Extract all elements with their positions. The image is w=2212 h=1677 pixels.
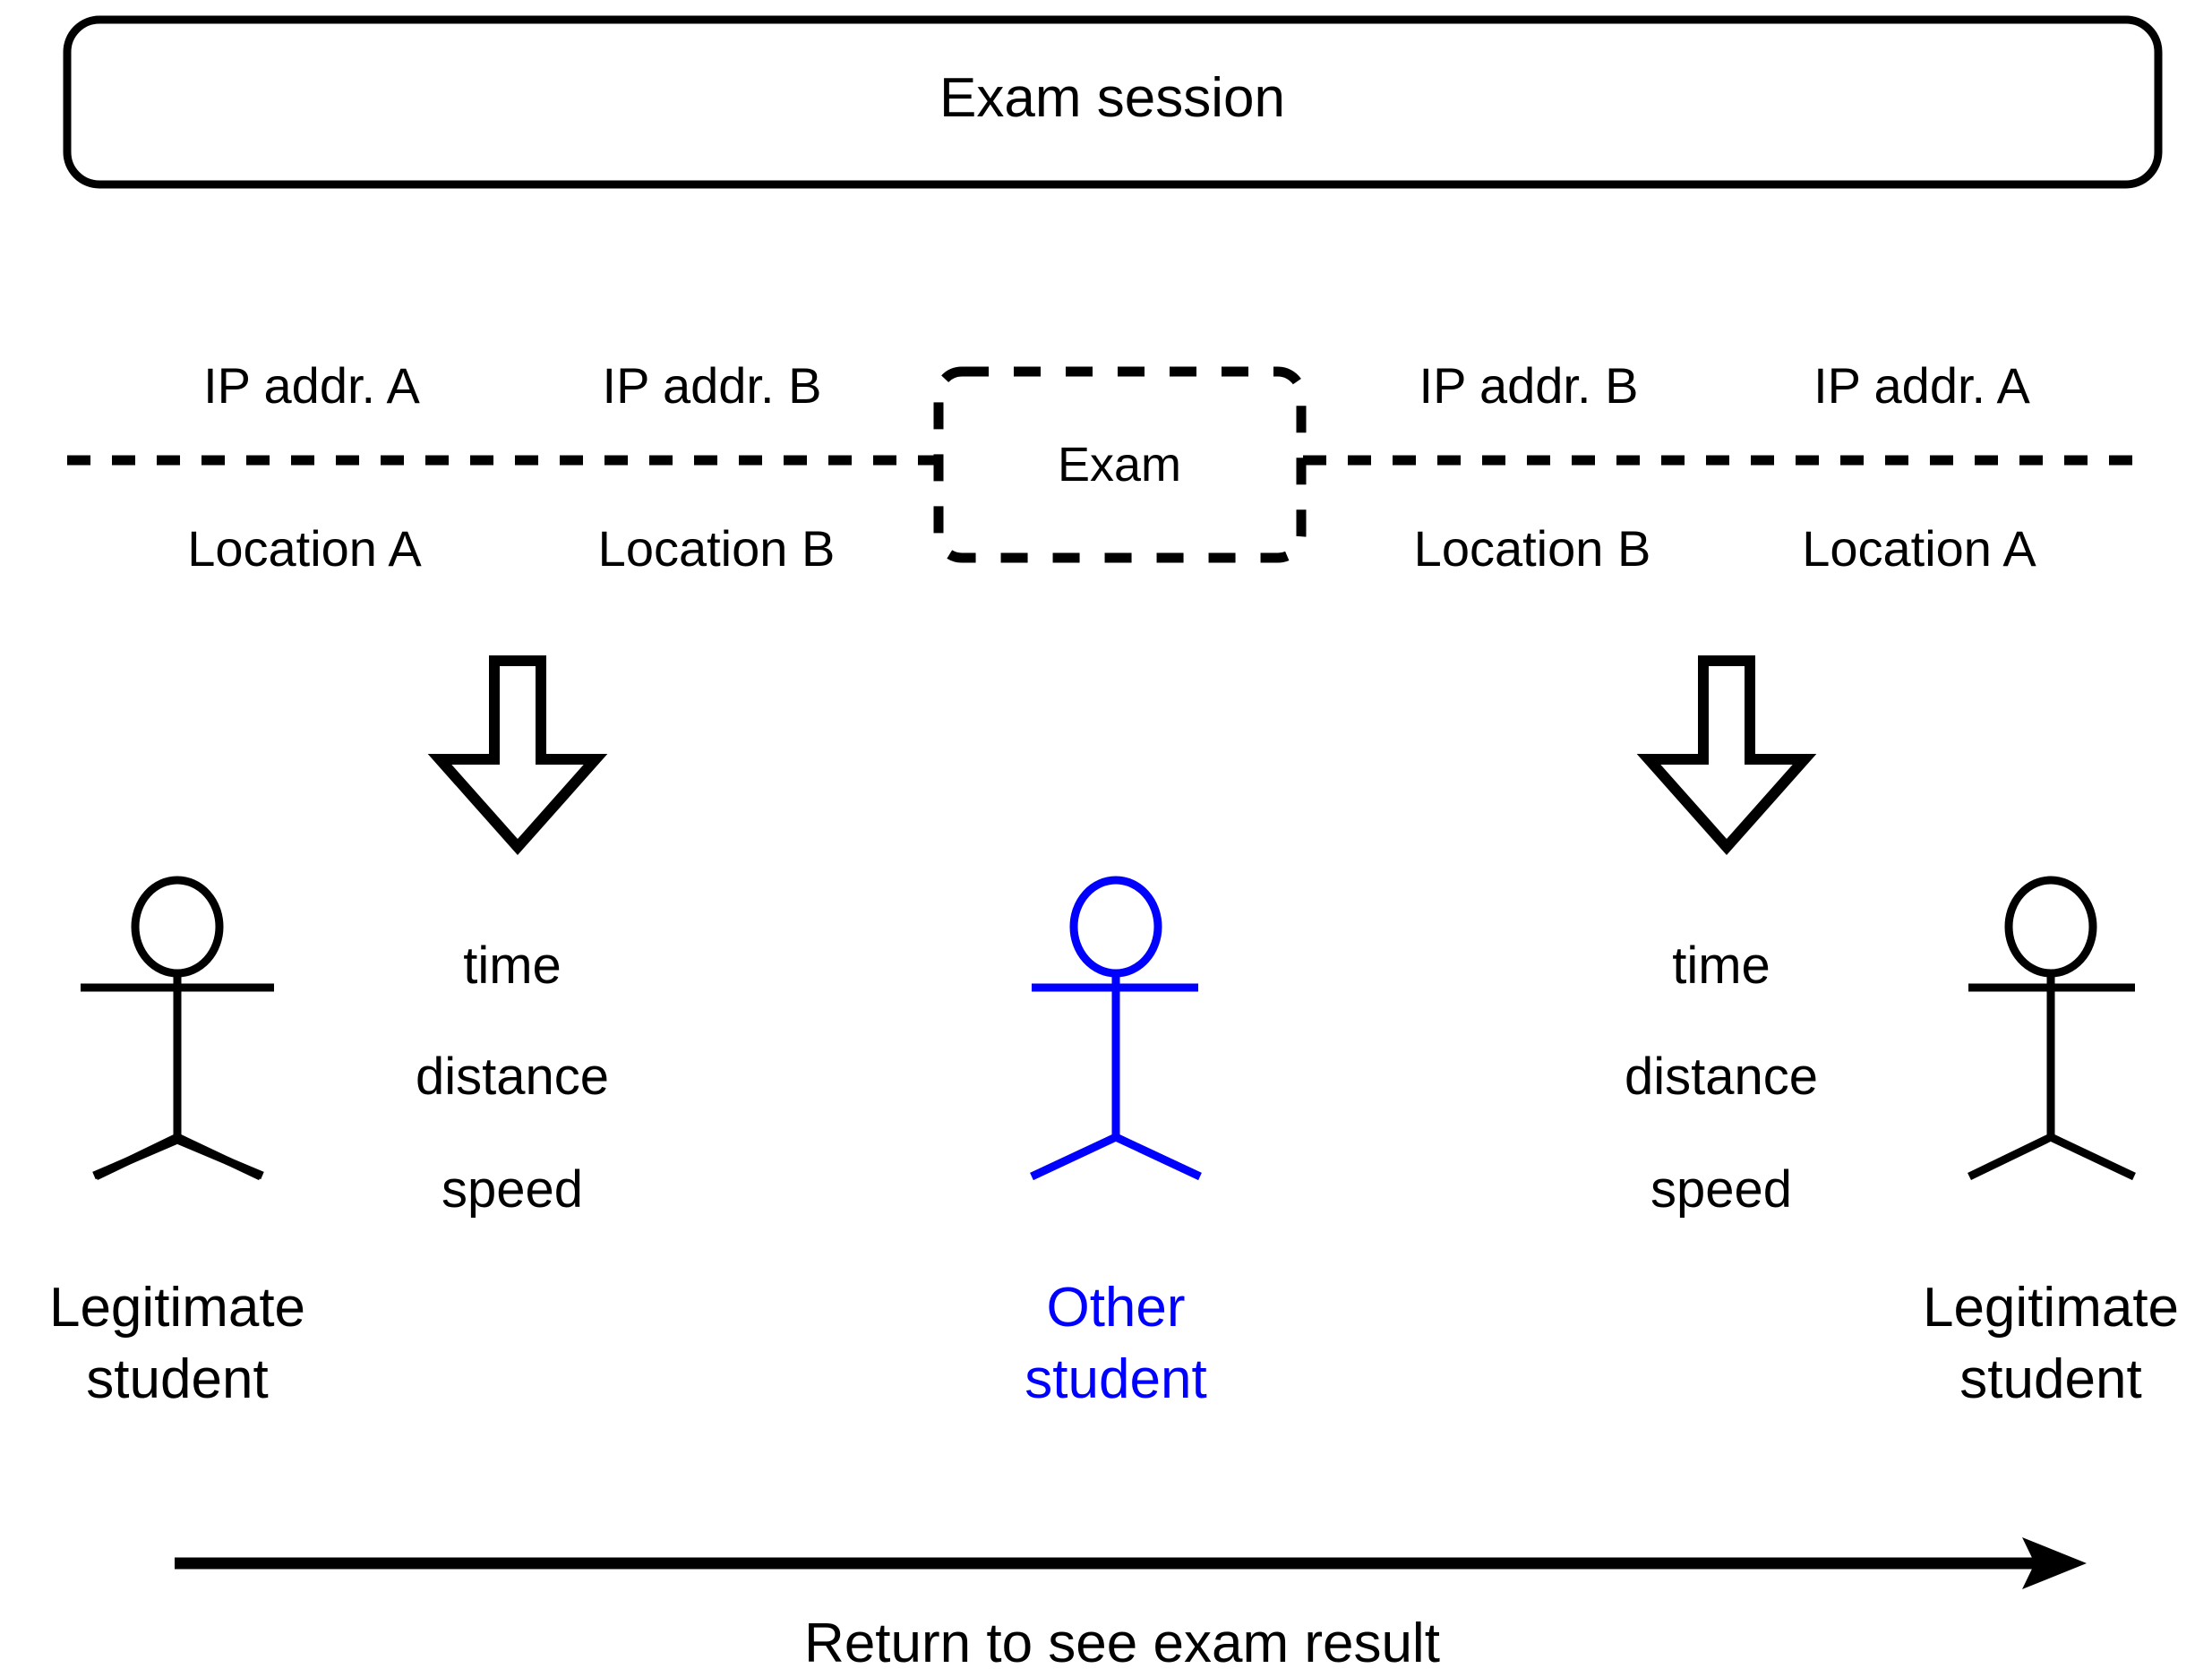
location-label-segment-3: Location B <box>1414 520 1651 577</box>
metric-right-speed: speed <box>1650 1160 1792 1219</box>
exam-session-box-outline <box>63 15 2163 189</box>
actor-label-middle-line1: Other <box>1046 1277 1185 1339</box>
ip-label-segment-2: IP addr. B <box>603 357 822 414</box>
actor-label-right-line1: Legitimate <box>1923 1277 2179 1339</box>
actor-head-middle <box>1069 876 1162 978</box>
exam-box-label: Exam <box>1058 438 1181 492</box>
bottom-timeline-arrow <box>175 1537 2087 1589</box>
actor-legitimate-student-right: Legitimate student <box>1923 876 2179 1410</box>
metric-left-speed: speed <box>442 1160 583 1219</box>
actor-label-left-line1: Legitimate <box>49 1277 305 1339</box>
metric-left-time: time <box>463 937 562 995</box>
block-arrow-down-right-shape <box>1636 655 1817 856</box>
ip-label-segment-4: IP addr. A <box>1813 357 2030 414</box>
location-label-segment-1: Location A <box>187 520 422 577</box>
block-arrow-down-left <box>427 655 608 856</box>
timeline-segment-labels: IP addr. A Location A IP addr. B Locatio… <box>187 357 2036 577</box>
actor-leg-left-path-a <box>94 1133 179 1181</box>
actor-label-right-line2: student <box>1959 1348 2141 1410</box>
exam-box-outline <box>933 366 1307 563</box>
location-label-segment-4: Location A <box>1802 520 2036 577</box>
actor-leg-right-a <box>1968 1133 2053 1181</box>
actor-legitimate-student-left: Legitimate student <box>49 876 305 1410</box>
exam-box: Exam <box>933 366 1307 563</box>
exam-session-label: Exam session <box>939 67 1285 129</box>
actor-leg-left-path-b <box>176 1133 262 1181</box>
metrics-left: time distance speed <box>416 937 609 1219</box>
metric-left-distance: distance <box>416 1048 609 1106</box>
metrics-right: time distance speed <box>1625 937 1818 1219</box>
block-arrow-down-right <box>1636 655 1817 856</box>
actor-leg-right-b <box>2049 1133 2136 1181</box>
actor-head-left <box>131 876 224 978</box>
metric-right-time: time <box>1672 937 1770 995</box>
location-label-segment-2: Location B <box>598 520 836 577</box>
actor-label-middle-line2: student <box>1025 1348 1206 1410</box>
metric-right-distance: distance <box>1625 1048 1818 1106</box>
exam-session-box: Exam session <box>63 15 2163 189</box>
actor-other-student: Other student <box>1025 876 1207 1410</box>
actor-leg-middle-a <box>1030 1133 1118 1181</box>
ip-label-segment-3: IP addr. B <box>1419 357 1639 414</box>
actor-leg-middle-b <box>1114 1133 1202 1181</box>
bottom-arrow-caption: Return to see exam result <box>804 1613 1440 1674</box>
actor-head-right <box>2004 876 2097 978</box>
actor-label-left-line2: student <box>86 1348 268 1410</box>
bottom-arrow-head <box>2022 1537 2087 1589</box>
ip-label-segment-1: IP addr. A <box>203 357 420 414</box>
block-arrow-down-left-shape <box>427 655 608 856</box>
